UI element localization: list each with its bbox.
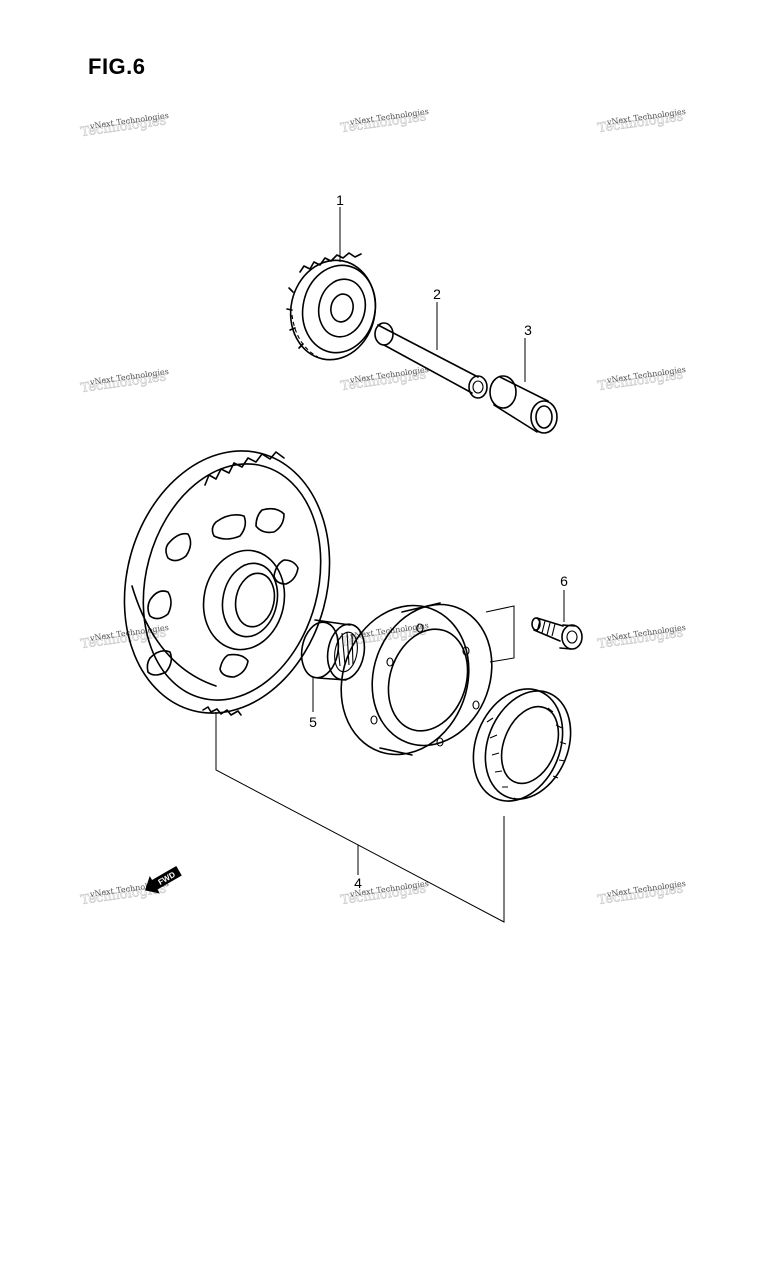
part-3-bushing — [489, 375, 558, 434]
callout-1: 1 — [336, 192, 344, 208]
callout-2: 2 — [433, 286, 441, 302]
one-way-clutch-sprag — [472, 688, 572, 802]
leader-lines — [215, 207, 565, 923]
part-2-shaft — [374, 322, 488, 399]
callout-5: 5 — [309, 714, 317, 730]
figure-title: FIG.6 — [88, 54, 146, 79]
callout-4: 4 — [354, 875, 362, 891]
callout-6: 6 — [560, 573, 568, 589]
callouts: 1 2 3 4 5 6 — [309, 192, 568, 891]
part-6-bolt — [531, 617, 583, 650]
clutch-housing — [340, 602, 493, 756]
large-starter-gear — [123, 450, 331, 716]
part-1-idle-gear — [286, 252, 377, 361]
part-5-needle-bearing — [300, 619, 366, 681]
callout-3: 3 — [524, 322, 532, 338]
